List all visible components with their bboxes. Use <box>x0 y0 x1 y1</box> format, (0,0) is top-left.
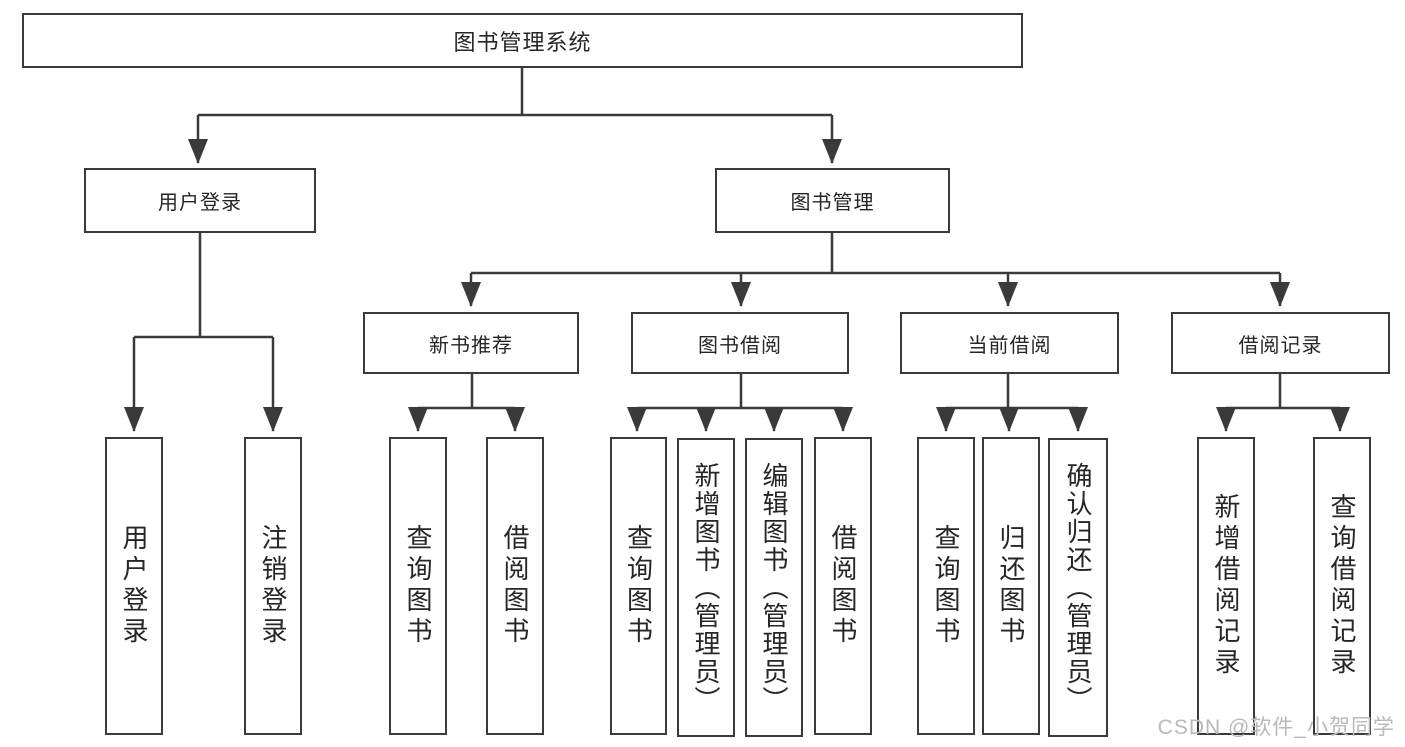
node-label: 图书管理 <box>790 192 875 214</box>
node-label: 确认归还（管理员） <box>1063 461 1093 714</box>
connector-borrow-records-fork <box>1226 374 1340 410</box>
node-label: 借阅记录 <box>1238 334 1323 357</box>
node-label: 用户登录 <box>119 524 149 648</box>
leaf-borrow-books-2: 借阅图书 <box>814 437 872 735</box>
node-book-mgmt-group: 图书管理 <box>715 168 950 233</box>
leaf-return-books: 归还图书 <box>982 437 1040 735</box>
leaf-add-books-admin: 新增图书（管理员） <box>677 438 735 737</box>
node-label: 查询图书 <box>623 524 654 648</box>
node-label: 查询借阅记录 <box>1327 493 1357 679</box>
node-label: 查询图书 <box>403 524 433 648</box>
leaf-user-login: 用户登录 <box>105 437 163 735</box>
node-label: 图书借阅 <box>698 334 782 357</box>
node-label: 借阅图书 <box>828 524 858 648</box>
node-label: 新增图书（管理员） <box>691 461 721 714</box>
node-label: 注销登录 <box>258 524 288 648</box>
node-label: 借阅图书 <box>500 524 530 648</box>
node-label: 用户登录 <box>158 192 242 214</box>
connector-book-mgmt-fork <box>471 233 1280 275</box>
node-label: 图书管理系统 <box>453 29 592 55</box>
node-label: 编辑图书（管理员） <box>759 461 789 714</box>
leaf-query-borrow-record: 查询借阅记录 <box>1313 437 1371 735</box>
connector-current-borrow-fork <box>946 374 1078 410</box>
leaf-query-books-3: 查询图书 <box>917 437 975 735</box>
node-book-borrow: 图书借阅 <box>631 312 849 374</box>
leaf-confirm-return-admin: 确认归还（管理员） <box>1048 438 1108 737</box>
leaf-logout: 注销登录 <box>244 437 302 735</box>
node-current-borrow: 当前借阅 <box>900 312 1119 374</box>
leaf-query-books-1: 查询图书 <box>389 437 447 735</box>
leaf-query-books-2: 查询图书 <box>610 437 667 735</box>
connector-new-book-rec-fork <box>418 374 515 410</box>
node-borrow-records: 借阅记录 <box>1171 312 1390 374</box>
csdn-watermark: CSDN @软件_小贺同学 <box>1157 716 1395 739</box>
node-root-system: 图书管理系统 <box>22 13 1023 68</box>
node-new-book-recommend: 新书推荐 <box>363 312 579 374</box>
node-label: 新增借阅记录 <box>1211 493 1241 679</box>
node-label: 归还图书 <box>996 524 1026 648</box>
node-label: 当前借阅 <box>967 334 1052 357</box>
connector-book-borrow-fork <box>637 374 843 410</box>
node-label: 查询图书 <box>931 524 961 648</box>
leaf-borrow-books-1: 借阅图书 <box>486 437 544 735</box>
leaf-edit-books-admin: 编辑图书（管理员） <box>745 438 803 737</box>
connector-root-fork <box>198 68 832 117</box>
connector-user-login-fork <box>134 233 273 339</box>
node-label: 新书推荐 <box>429 334 513 357</box>
node-user-login-group: 用户登录 <box>84 168 316 233</box>
leaf-add-borrow-record: 新增借阅记录 <box>1197 437 1255 735</box>
